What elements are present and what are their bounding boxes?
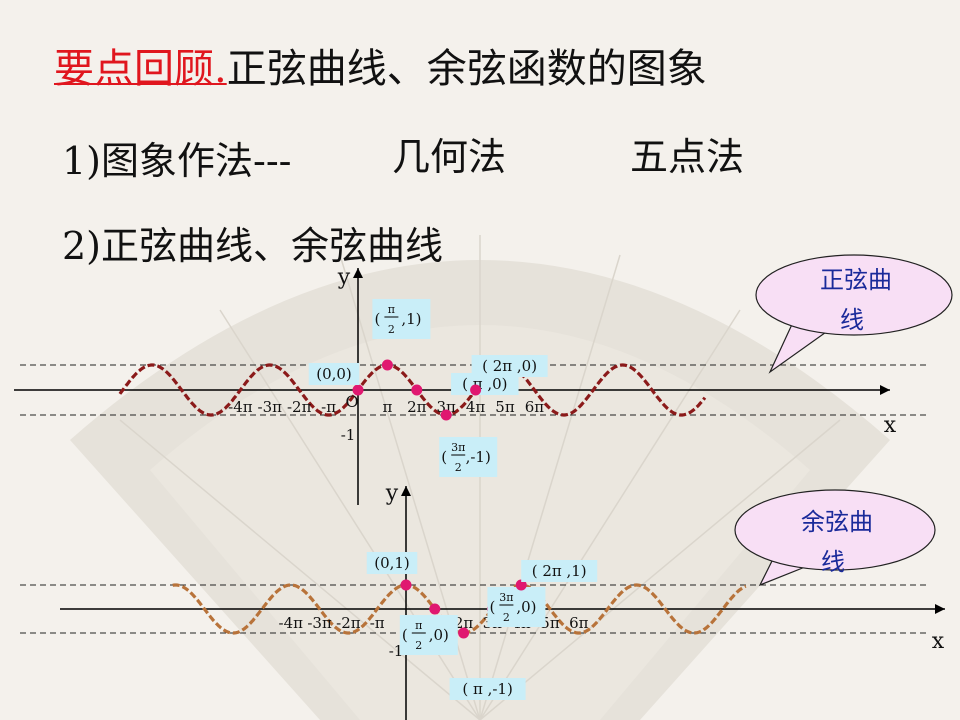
point-label: ( π ,-1) — [462, 680, 512, 698]
x-tick-label: -4π — [228, 398, 253, 416]
point-label-paren: ( — [402, 626, 408, 644]
key-point — [381, 359, 393, 371]
x-axis-arrow — [935, 604, 945, 614]
callout-text-line2: 线 — [821, 548, 845, 576]
point-label: (0,0) — [316, 365, 352, 383]
callout-bubble — [755, 254, 953, 336]
x-tick-label: -4π — [279, 614, 304, 632]
x-tick-label: -2π — [336, 614, 361, 632]
y-tick-label: -1 — [389, 642, 404, 660]
point-label-box — [372, 299, 431, 339]
y-tick-label: -1 — [341, 426, 356, 444]
point-label-numerator: π — [415, 619, 422, 632]
point-label-box — [308, 363, 360, 385]
point-label-box — [451, 373, 519, 395]
point-label: ( 2π ,0) — [482, 357, 537, 375]
x-tick-label: 4π — [466, 398, 486, 416]
key-point — [515, 579, 527, 591]
key-point — [429, 603, 441, 615]
x-tick-label: 3π — [436, 398, 456, 416]
x-tick-label: 2π — [454, 614, 474, 632]
x-tick-label: 5π — [495, 398, 515, 416]
point-label-denominator: 2 — [388, 323, 395, 336]
y-axis-label: y — [385, 481, 399, 506]
callout-bubble — [734, 489, 936, 571]
point-label-tail: ,0) — [516, 598, 536, 616]
key-point — [352, 384, 364, 396]
x-tick-label: -π — [321, 398, 336, 416]
key-point — [470, 384, 482, 396]
x-tick-label: 2π — [407, 398, 427, 416]
y-axis-label: y — [337, 265, 351, 290]
x-axis-label: x — [884, 413, 897, 438]
point-label-box — [439, 437, 498, 477]
key-point — [440, 409, 452, 421]
x-tick-label: -3π — [258, 398, 283, 416]
point-label-numerator: π — [388, 303, 395, 316]
method-line-prefix: 1)图象作法--- — [62, 139, 292, 183]
point-label-numerator: 3π — [499, 591, 513, 604]
x-tick-label: -3π — [307, 614, 332, 632]
point-label-tail: ,1) — [401, 310, 421, 328]
point-label: ( π ,0) — [462, 375, 507, 393]
sine-curve — [118, 363, 707, 417]
callout-text-line2: 线 — [840, 306, 864, 334]
point-label-box — [521, 560, 598, 582]
x-tick-label: π — [382, 398, 392, 416]
five-point-method: 五点法 — [630, 135, 745, 179]
origin-label: O — [345, 392, 358, 411]
key-point — [411, 384, 423, 396]
point-label-box — [487, 587, 546, 627]
point-label-paren: ( — [489, 598, 495, 616]
y-axis-arrow — [353, 268, 363, 278]
key-point — [458, 627, 470, 639]
x-tick-label: -2π — [287, 398, 312, 416]
key-point — [400, 579, 412, 591]
geometric-method: 几何法 — [392, 135, 507, 179]
point-label-denominator: 2 — [455, 461, 462, 474]
point-label-box — [399, 615, 458, 655]
point-label: ( 2π ,1) — [532, 562, 587, 580]
curves-line: 2)正弦曲线、余弦曲线 — [62, 224, 444, 268]
title-text: 正弦曲线、余弦函数的图象 — [226, 46, 707, 92]
point-label-box — [449, 678, 526, 700]
point-label-tail: ,-1) — [466, 448, 491, 466]
title-key-section: 要点回顾. — [54, 46, 227, 92]
point-label-denominator: 2 — [415, 639, 422, 652]
x-axis-arrow — [880, 385, 890, 395]
point-label-box — [471, 355, 548, 377]
point-label-box — [366, 552, 418, 574]
x-axis-label: x — [932, 629, 945, 654]
point-label-numerator: 3π — [451, 441, 465, 454]
page-title: 要点回顾.正弦曲线、余弦函数的图象 — [54, 36, 707, 94]
callout-text-line1: 余弦曲 — [801, 508, 873, 536]
x-tick-label: 6π — [525, 398, 545, 416]
x-tick-label: 6π — [569, 614, 589, 632]
point-label-paren: ( — [374, 310, 380, 328]
y-axis-arrow — [401, 486, 411, 496]
point-label-paren: ( — [441, 448, 447, 466]
callout-text-line1: 正弦曲 — [820, 266, 892, 294]
sine-chart: -4π -3π-2π -π π 2π 3π 4π 5π 6π -1 y x O (0,0) ( π 2 ,1) ( … — [14, 254, 953, 505]
point-label: (0,1) — [374, 554, 410, 572]
x-tick-label: -π — [370, 614, 385, 632]
point-label-tail: ,0) — [429, 626, 449, 644]
point-label-denominator: 2 — [503, 611, 510, 624]
method-line: 1)图象作法--- — [62, 130, 292, 185]
